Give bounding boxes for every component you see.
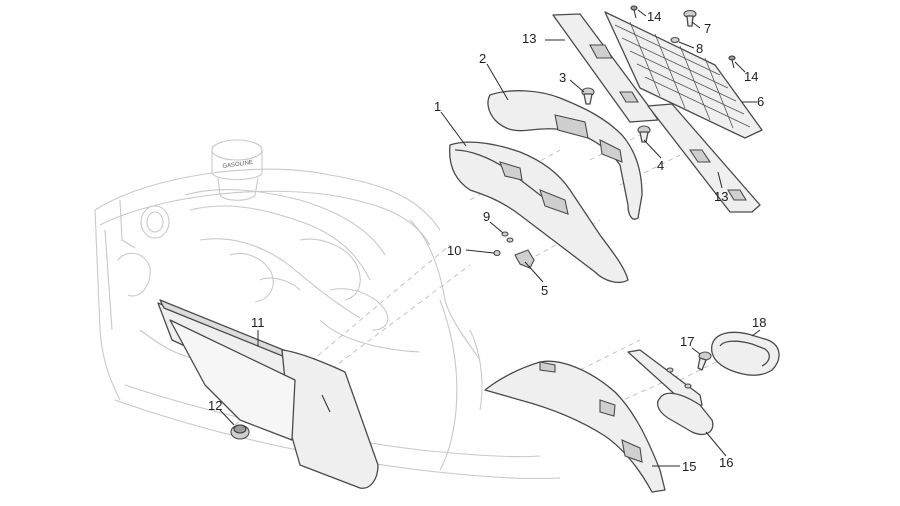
callout-2: 2 (479, 51, 486, 66)
callout-16: 16 (719, 455, 733, 470)
part-screw-14b (728, 55, 736, 69)
part-screw-4 (637, 125, 651, 143)
callout-15: 15 (682, 459, 696, 474)
part-screw-14a (630, 5, 638, 19)
callout-11: 11 (251, 315, 265, 330)
callout-17: 17 (680, 334, 694, 349)
callout-8: 8 (696, 41, 703, 56)
part-rear-grille (604, 11, 763, 139)
callout-labels: 1 2 3 4 5 6 7 8 9 10 11 12 13 13 14 14 1… (208, 9, 766, 474)
part-screw-7 (683, 9, 697, 27)
callout-14-lower: 14 (744, 69, 758, 84)
callout-13-upper: 13 (522, 31, 536, 46)
part-clip-9 (501, 231, 514, 243)
callout-6: 6 (757, 94, 764, 109)
callout-10: 10 (447, 243, 461, 258)
part-rear-mudguard (484, 360, 666, 493)
fuel-cap-outline: GASOLINE (211, 139, 263, 201)
part-grommet (230, 424, 250, 440)
callout-4: 4 (657, 158, 664, 173)
part-plate-light (710, 331, 780, 376)
part-clip-10 (493, 249, 501, 257)
callout-7: 7 (704, 21, 711, 36)
part-upper-cover (487, 90, 643, 220)
part-side-panel (157, 299, 379, 489)
callout-14-upper: 14 (647, 9, 661, 24)
scooter-body-outline (94, 168, 561, 480)
part-bolt-17 (697, 351, 712, 371)
callout-3: 3 (559, 70, 566, 85)
callout-13-lower: 13 (714, 189, 728, 204)
callout-5: 5 (541, 283, 548, 298)
part-plate-bracket-lower (647, 103, 761, 213)
callout-12: 12 (208, 398, 222, 413)
part-plate-bracket-upper (552, 13, 659, 123)
part-plate-holder (627, 349, 714, 435)
leader-lines (219, 9, 761, 467)
part-screw-3 (581, 87, 595, 105)
callout-18: 18 (752, 315, 766, 330)
part-bracket-5 (514, 249, 535, 269)
part-inner-cover (449, 141, 629, 283)
fuel-cap-lettering: GASOLINE (222, 160, 253, 170)
part-washer-8 (670, 36, 680, 44)
callout-9: 9 (483, 209, 490, 224)
callout-1: 1 (434, 99, 441, 114)
